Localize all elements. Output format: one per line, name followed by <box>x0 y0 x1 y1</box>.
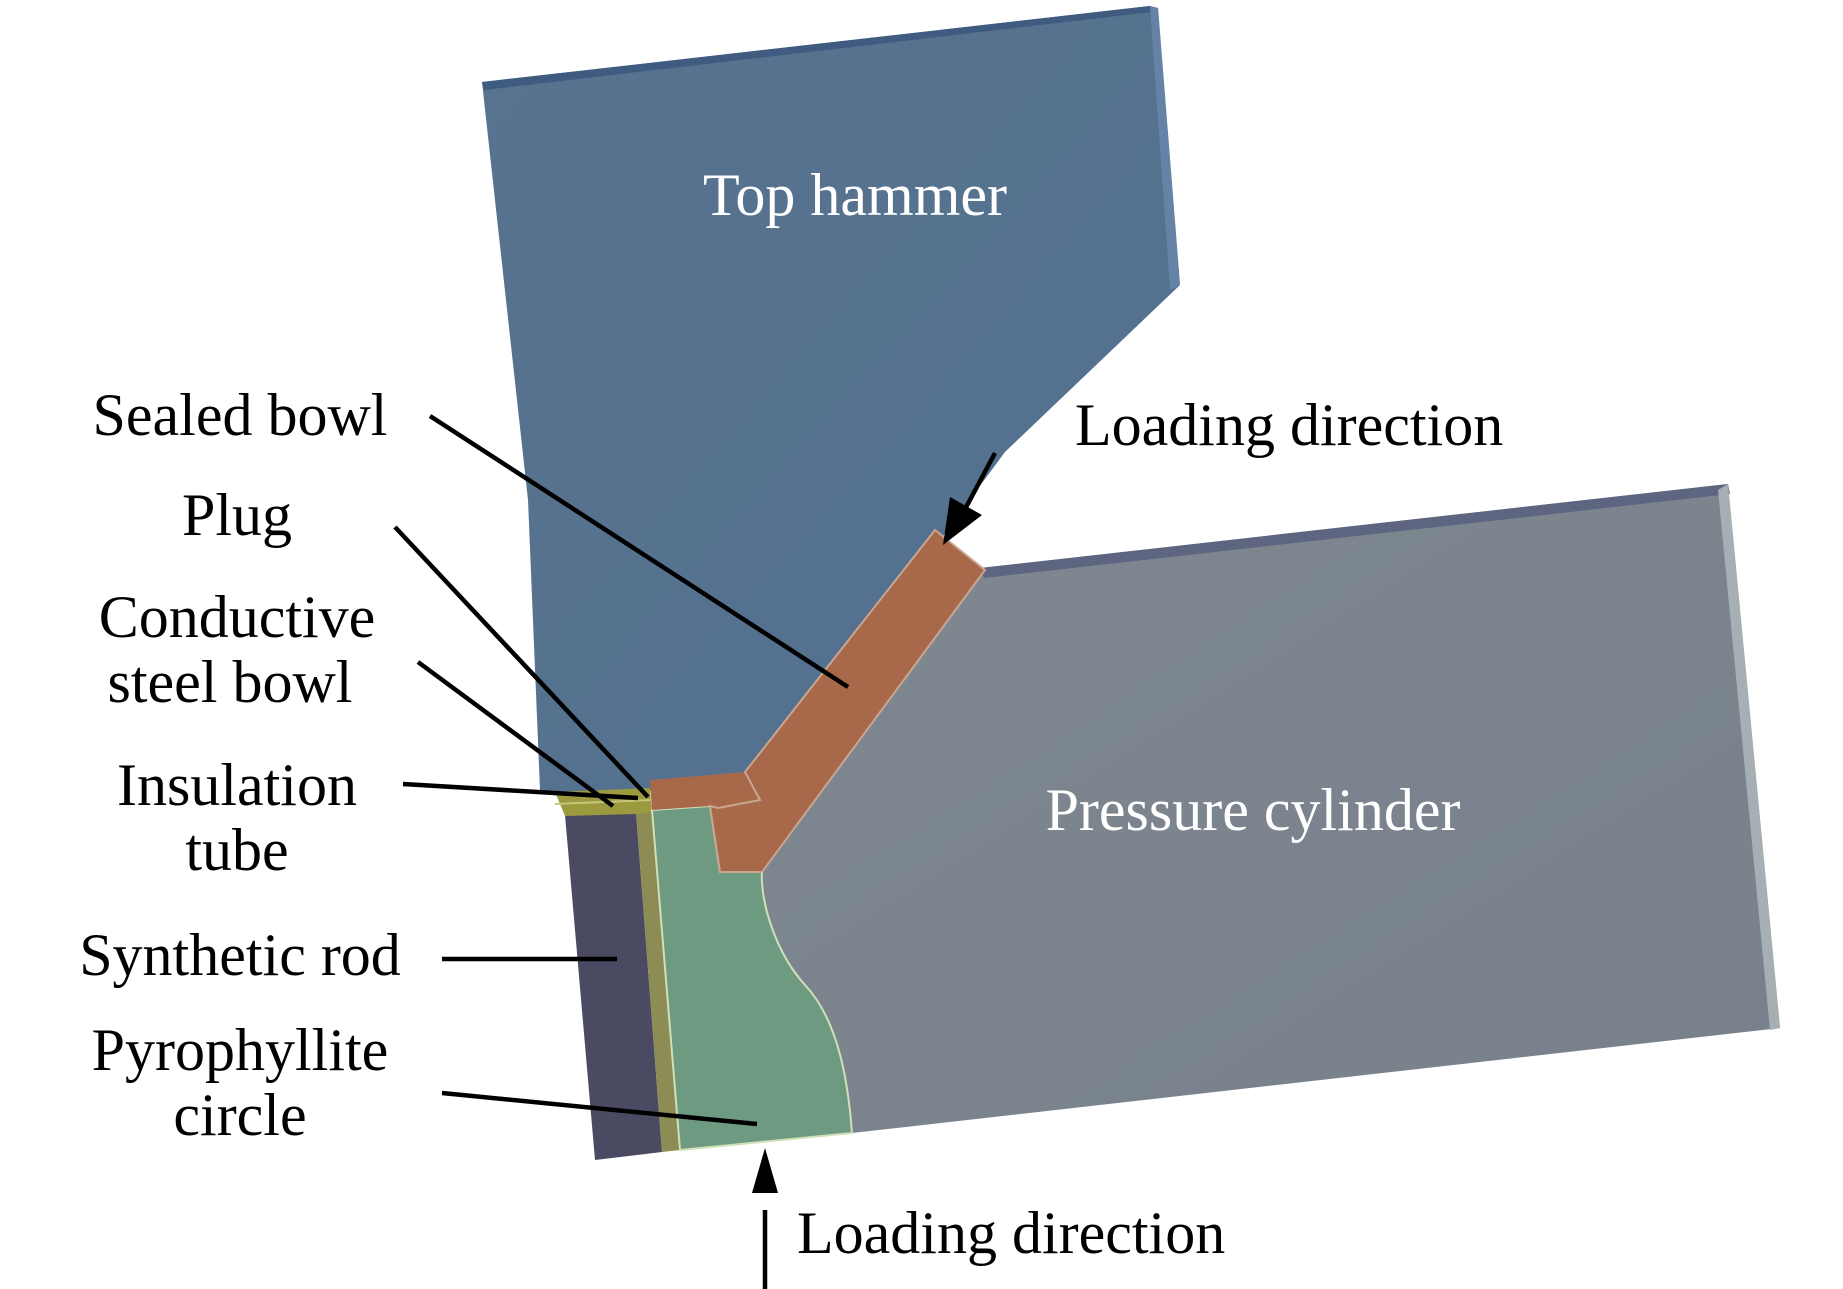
pyrophyllite-circle-label-line1: Pyrophyllite <box>92 1017 389 1083</box>
insulation-tube-label-line1: Insulation <box>117 752 357 818</box>
pressure-cylinder-side-edge <box>1718 484 1780 1030</box>
top-hammer-body <box>482 6 1180 792</box>
plug-label: Plug <box>182 482 292 548</box>
loading-direction-label-bottom: Loading direction <box>797 1200 1225 1266</box>
sealed-bowl-leader <box>428 414 850 689</box>
sealed-bowl-label: Sealed bowl <box>93 382 388 448</box>
loading-direction-label-top: Loading direction <box>1075 392 1503 458</box>
conductive-steel-bowl-label-line1: Conductive <box>99 584 376 650</box>
synthetic-rod <box>565 812 662 1160</box>
synthetic-rod-label: Synthetic rod <box>79 922 401 988</box>
loading-direction-arrow-bottom <box>752 1148 778 1289</box>
pressure-cylinder <box>761 484 1780 1133</box>
insulation-tube <box>636 810 680 1152</box>
plug <box>650 772 760 810</box>
loading-direction-arrow-top <box>943 451 997 545</box>
pressure-cylinder-top-edge <box>980 484 1730 578</box>
conductive-steel-bowl-label-line2: steel bowl <box>108 649 353 715</box>
arrow-head-icon <box>943 497 982 545</box>
arrow-head-icon <box>752 1148 778 1193</box>
insulation-tube-label-line2: tube <box>185 817 288 883</box>
top-hammer-side-edge <box>1150 6 1180 290</box>
top-hammer <box>482 6 1180 792</box>
conductive-steel-bowl-edge <box>554 799 653 805</box>
plug-leader <box>393 525 650 799</box>
insulation-tube-leader <box>402 781 639 801</box>
pyrophyllite-circle <box>650 804 854 1152</box>
pyrophyllite-circle-leader <box>441 1090 758 1127</box>
pressure-cylinder-label: Pressure cylinder <box>1046 777 1461 843</box>
top-hammer-label: Top hammer <box>703 162 1007 228</box>
top-hammer-top-edge <box>482 6 1152 90</box>
conductive-steel-bowl-leader <box>416 660 615 808</box>
pyrophyllite-circle-label-line2: circle <box>173 1082 306 1148</box>
pressure-cylinder-body <box>761 484 1780 1133</box>
sealed-bowl <box>708 528 987 873</box>
arrow-shaft <box>961 451 997 515</box>
